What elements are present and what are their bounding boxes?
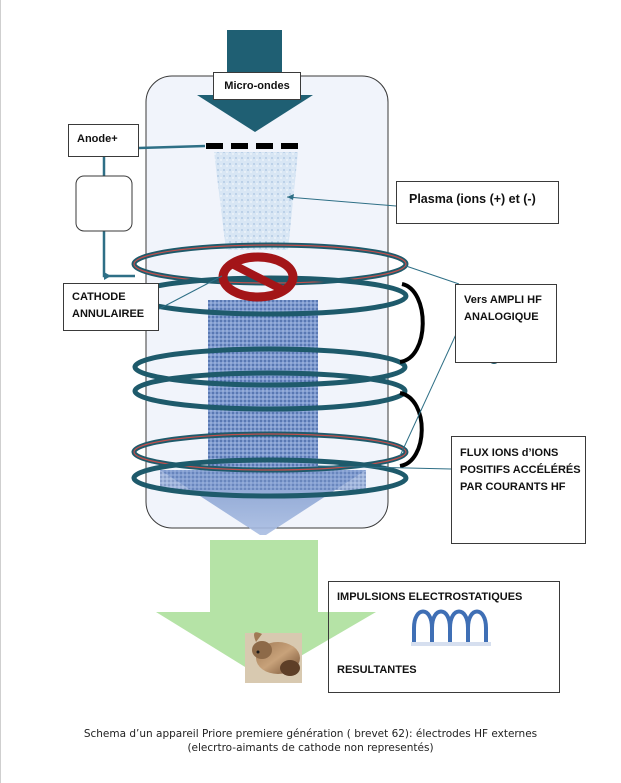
impulsions-bottom: RESULTANTES <box>337 664 417 676</box>
ampli-label-line1: Vers AMPLI HF <box>464 294 542 306</box>
rabbit-image <box>245 632 302 683</box>
impulsion-wave-base <box>411 642 491 646</box>
micro-ondes-label: Micro-ondes <box>213 72 301 100</box>
cathode-label-line2: ANNULAIREE <box>72 308 145 321</box>
ampli-pointer-top <box>405 265 460 285</box>
impulsions-label: IMPULSIONS ELECTROSTATIQUES RESULTANTES <box>328 581 560 693</box>
coil-return-loop-upper <box>399 282 425 364</box>
anode-label: Anode+ <box>68 124 139 157</box>
plasma-pointer-arrowhead <box>287 194 294 200</box>
coil-bottom <box>131 457 409 499</box>
flux-label-line3: PAR COURANTS HF <box>460 481 566 494</box>
ampli-pointer-bottom <box>399 329 459 457</box>
coil-return-loop-lower <box>399 391 424 468</box>
ampli-label-line2: ANALOGIQUE <box>464 311 539 324</box>
forbidden-symbol <box>218 252 298 302</box>
flux-pointer <box>317 465 452 470</box>
caption-line1: Schema d’un appareil Priore premiere gén… <box>83 728 538 740</box>
cathode-label: CATHODE ANNULAIREE <box>63 283 159 331</box>
flux-label: FLUX IONS d’IONS POSITIFS ACCÉLÉRÉS PAR … <box>451 436 586 544</box>
plasma-cone <box>214 152 298 250</box>
impulsion-wave-icon <box>412 609 488 642</box>
coil-middle-1 <box>132 346 408 388</box>
flux-label-line1: FLUX IONS d’IONS <box>460 447 559 459</box>
caption-line2: (elecrtro-aimants de cathode non represe… <box>187 742 434 754</box>
anode-resistor-box <box>75 175 133 232</box>
anode-wire-arrowhead <box>104 272 111 280</box>
anode-electrode <box>206 143 298 149</box>
flux-label-line2: POSITIFS ACCÉLÉRÉS <box>460 464 581 477</box>
coil-middle-2 <box>132 370 408 412</box>
output-arrow <box>156 540 376 678</box>
ampli-label: Vers AMPLI HF ANALOGIQUE <box>455 284 557 363</box>
cathode-label-line1: CATHODE <box>72 291 126 303</box>
impulsions-title: IMPULSIONS ELECTROSTATIQUES <box>337 591 523 603</box>
plasma-pointer <box>286 196 397 207</box>
plasma-label: Plasma (ions (+) et (-) <box>396 181 559 224</box>
coil-lower <box>131 431 409 473</box>
cathode-pointer <box>158 275 223 310</box>
page-edge <box>0 0 1 783</box>
